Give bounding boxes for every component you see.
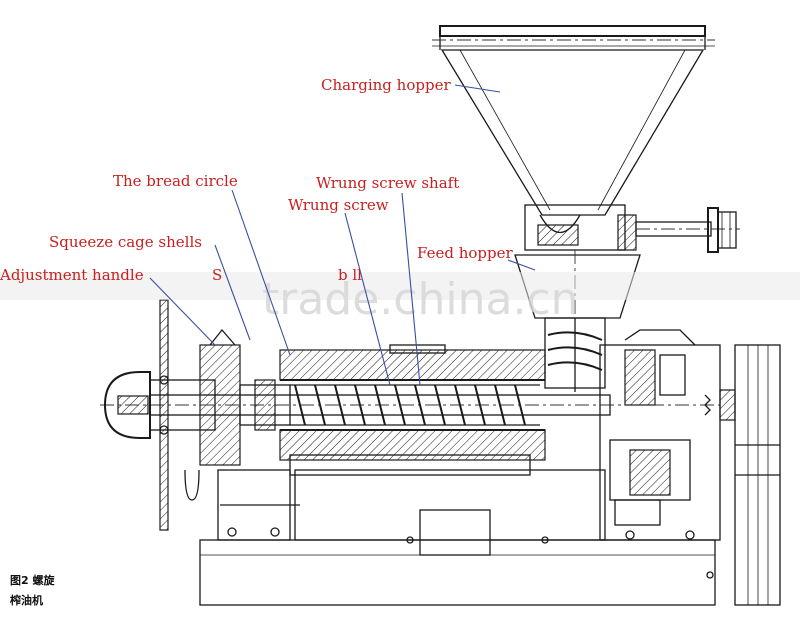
charging-hopper — [432, 25, 715, 216]
machine-base — [199, 469, 716, 606]
main-pulley — [719, 344, 781, 606]
caption-line-2: 榨油机 — [9, 593, 43, 607]
label-screw-partial: S — [212, 266, 222, 284]
watermark-text: trade.china.cn — [262, 274, 579, 325]
label-wrung-screw: Wrung screw — [288, 196, 389, 214]
label-feed-hopper: Feed hopper — [417, 244, 513, 262]
label-squeeze-cage-shells: Squeeze cage shells — [49, 233, 202, 251]
label-wrung-screw-shaft: Wrung screw shaft — [316, 174, 459, 192]
label-adjustment-handle: Adjustment handle — [0, 266, 144, 284]
label-charging-hopper: Charging hopper — [321, 76, 451, 94]
feed-drive-assembly — [524, 204, 740, 253]
callout-labels: Charging hopper The bread circle Wrung s… — [0, 76, 513, 284]
caption-line-1: 图2 螺旋 — [10, 573, 55, 587]
label-bolt-partial: b ll — [338, 266, 362, 284]
figure-caption: 图2 螺旋 榨油机 — [9, 573, 55, 607]
watermark-band: trade.china.cn — [0, 272, 800, 325]
adjustment-assembly — [103, 299, 291, 531]
label-bread-circle: The bread circle — [113, 172, 238, 190]
gearbox — [599, 329, 721, 541]
leader-lines — [149, 84, 536, 386]
squeeze-cage — [279, 344, 546, 476]
